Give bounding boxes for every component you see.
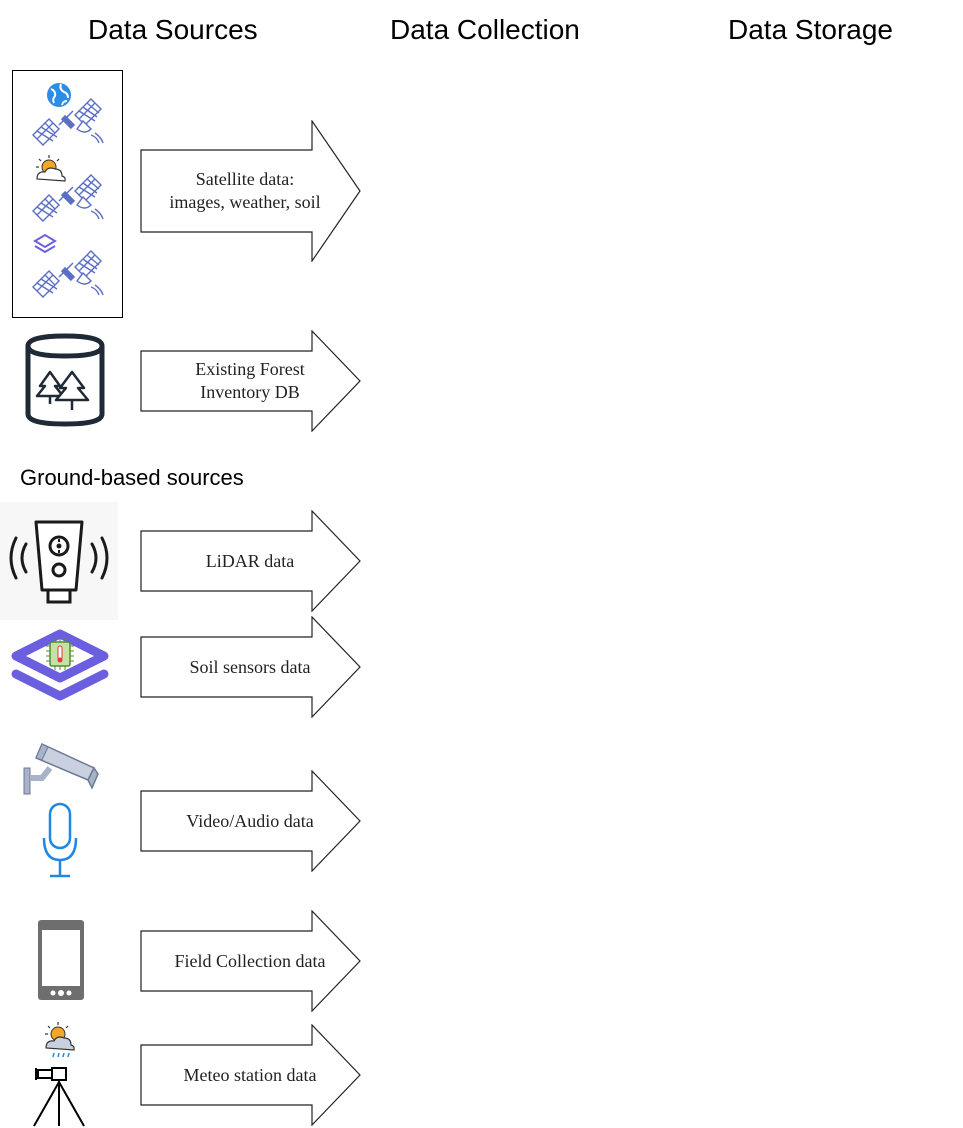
arrow-video-audio-data: Video/Audio data xyxy=(140,770,362,872)
arrow-forest-inventory-db: Existing Forest Inventory DB xyxy=(140,330,362,432)
mobile-phone-icon xyxy=(38,920,84,1000)
forest-db-label-line2: Inventory DB xyxy=(200,382,300,402)
arrow-shape xyxy=(140,1024,361,1126)
arrow-shape xyxy=(140,910,361,1012)
satellite-group-box xyxy=(12,70,123,318)
arrow-shape xyxy=(140,330,361,432)
arrow-shape xyxy=(140,616,361,718)
forest-database-icon xyxy=(25,333,105,427)
soil-sensor-chip-icon xyxy=(11,629,109,701)
security-camera-icon xyxy=(23,742,99,795)
arrow-soil-label: Soil sensors data xyxy=(189,656,311,677)
ground-based-sources-label: Ground-based sources xyxy=(20,465,244,490)
arrow-shape xyxy=(140,510,361,612)
lidar-icon-background xyxy=(0,502,118,620)
arrow-satellite-label: Satellite data: images, weather, soil xyxy=(150,120,340,262)
header-data-collection: Data Collection xyxy=(390,14,580,45)
meteo-station-icon xyxy=(33,1022,85,1127)
satellite-label-line1: Satellite data: xyxy=(195,169,295,189)
arrow-satellite-data: Satellite data: images, weather, soil xyxy=(140,120,362,262)
satellite-label-line2: images, weather, soil xyxy=(169,192,321,212)
satellite-weather-icon xyxy=(32,155,104,222)
arrow-soil-sensors-data: Soil sensors data xyxy=(140,616,362,718)
arrow-meteo-station-data: Meteo station data xyxy=(140,1024,362,1126)
arrow-shape xyxy=(140,770,361,872)
microphone-icon xyxy=(42,802,78,878)
satellite-globe-icon xyxy=(32,83,104,146)
header-data-sources: Data Sources xyxy=(88,14,258,45)
forest-db-label-line1: Existing Forest xyxy=(195,359,305,379)
arrow-shape xyxy=(140,120,361,262)
arrow-lidar-label: LiDAR data xyxy=(205,550,295,571)
arrow-forest-db-label: Existing Forest Inventory DB xyxy=(150,330,350,432)
satellite-layers-icon xyxy=(32,233,104,298)
header-data-storage: Data Storage xyxy=(728,14,893,45)
arrow-field-collection-data: Field Collection data xyxy=(140,910,362,1012)
arrow-video-audio-label: Video/Audio data xyxy=(186,810,314,831)
arrow-lidar-data: LiDAR data xyxy=(140,510,362,612)
lidar-sensor-icon xyxy=(9,520,109,604)
arrow-field-label: Field Collection data xyxy=(174,950,326,971)
arrow-meteo-label: Meteo station data xyxy=(183,1064,317,1085)
